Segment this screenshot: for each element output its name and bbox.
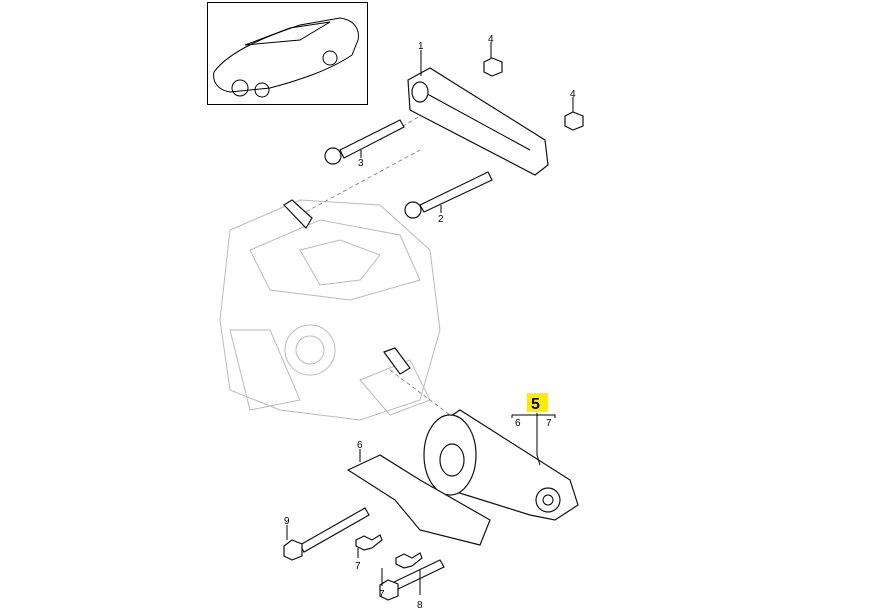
upper-engine-bracket xyxy=(283,199,313,229)
lower-engine-bracket xyxy=(383,347,411,375)
engine-ghost-outline xyxy=(219,199,441,421)
callout-7-a: 7 xyxy=(355,561,361,572)
mount-bracket-part xyxy=(407,67,549,176)
heat-shield-part xyxy=(346,454,491,546)
callout-6: 6 xyxy=(357,440,363,451)
callout-2: 2 xyxy=(438,214,444,225)
callout-7-b: 7 xyxy=(379,589,385,600)
small-bolt-a-part xyxy=(355,534,383,551)
callout-5-sub-6: 6 xyxy=(515,418,521,429)
callout-5: 5 xyxy=(531,396,540,413)
callout-3: 3 xyxy=(358,158,364,169)
callout-5-highlight xyxy=(527,393,548,412)
bolt-8-part xyxy=(379,559,445,601)
callout-4-left: 4 xyxy=(488,34,494,45)
bolt-2-part xyxy=(404,171,493,219)
bolt-3-part xyxy=(324,119,405,165)
nut-right-part xyxy=(564,111,584,131)
callout-4-right: 4 xyxy=(570,89,576,100)
callout-8: 8 xyxy=(417,600,423,611)
callout-5-sub-7: 7 xyxy=(546,418,552,429)
small-bolt-b-part xyxy=(395,552,423,569)
bolt-9-part xyxy=(283,507,370,561)
vehicle-thumbnail xyxy=(207,2,368,105)
leader-lines xyxy=(286,42,574,595)
callout-1: 1 xyxy=(418,41,424,52)
nut-left-part xyxy=(483,57,503,77)
torque-arm-assembly-part xyxy=(423,409,579,521)
callout-9: 9 xyxy=(284,516,290,527)
